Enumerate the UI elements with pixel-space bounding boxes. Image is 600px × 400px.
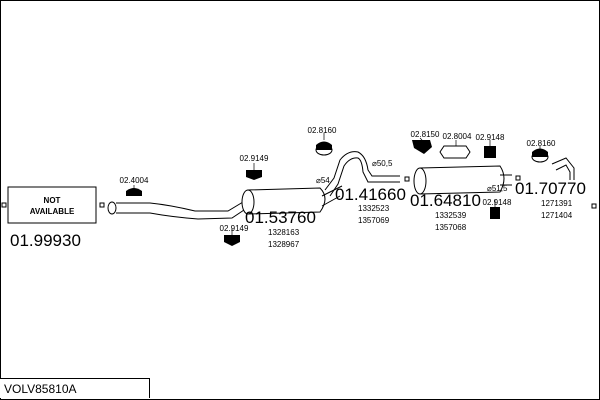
part-p5-ref-2: 1271404 [541, 211, 573, 220]
dimension-d2: ⌀50,5 [372, 159, 393, 168]
accessory-a5-label: 02.8150 [411, 130, 440, 139]
gasket-icon [439, 145, 471, 159]
leader-lines [133, 133, 541, 235]
clamp-icon-4 [531, 148, 549, 163]
not-available-line1: NOT [44, 196, 61, 205]
rubber-mount-icon-3 [484, 146, 496, 158]
accessory-a7-label: 02.9148 [476, 133, 505, 142]
connector-rear [515, 175, 521, 181]
diagram-title: VOLV85810A [0, 378, 150, 398]
part-p3-number: 01.41660 [335, 185, 406, 204]
accessory-a1-label: 02.4004 [120, 176, 149, 185]
intermediate-pipe [324, 151, 400, 197]
connector-far-right [591, 203, 597, 209]
part-p3-ref-1: 1332523 [358, 204, 390, 213]
rubber-mount-icon-4 [490, 207, 500, 219]
tail-pipe [551, 157, 575, 180]
dimension-d3: ⌀51,5 [487, 184, 508, 193]
part-p1-number: 01.99930 [10, 231, 81, 250]
clamp-icon-2 [315, 141, 333, 156]
part-p4-ref-2: 1357068 [435, 223, 467, 232]
not-available-line2: AVAILABLE [30, 207, 75, 216]
clamp-icon [126, 188, 142, 196]
accessory-a2-label: 02.9149 [240, 154, 269, 163]
part-p3-ref-2: 1357069 [358, 216, 390, 225]
front-pipe [107, 198, 251, 220]
middle-muffler [241, 185, 343, 215]
connector-mid [404, 176, 410, 182]
part-p4-ref-1: 1332539 [435, 211, 467, 220]
accessory-a3-label: 02.9149 [220, 224, 249, 233]
part-p2-ref-2: 1328967 [268, 240, 300, 249]
part-p4-number: 01.64810 [410, 191, 481, 210]
accessory-a6-label: 02.8004 [443, 132, 472, 141]
dimension-d1: ⌀54 [316, 176, 330, 185]
rubber-mount-icon-1 [246, 170, 262, 180]
accessory-a8-label: 02.9148 [483, 198, 512, 207]
part-p5-number: 01.70770 [515, 179, 586, 198]
clamp-icon-3 [412, 140, 432, 154]
part-p2-ref-1: 1328163 [268, 228, 300, 237]
not-available-box [7, 186, 97, 224]
part-p5-ref-1: 1271391 [541, 199, 573, 208]
part-p2-number: 01.53760 [245, 208, 316, 227]
rear-muffler [413, 165, 512, 195]
connector-right [99, 202, 105, 208]
rubber-mount-icon-2 [224, 235, 240, 246]
accessory-a9-label: 02.8160 [527, 139, 556, 148]
accessory-a4-label: 02.8160 [308, 126, 337, 135]
connector-left [1, 202, 7, 208]
